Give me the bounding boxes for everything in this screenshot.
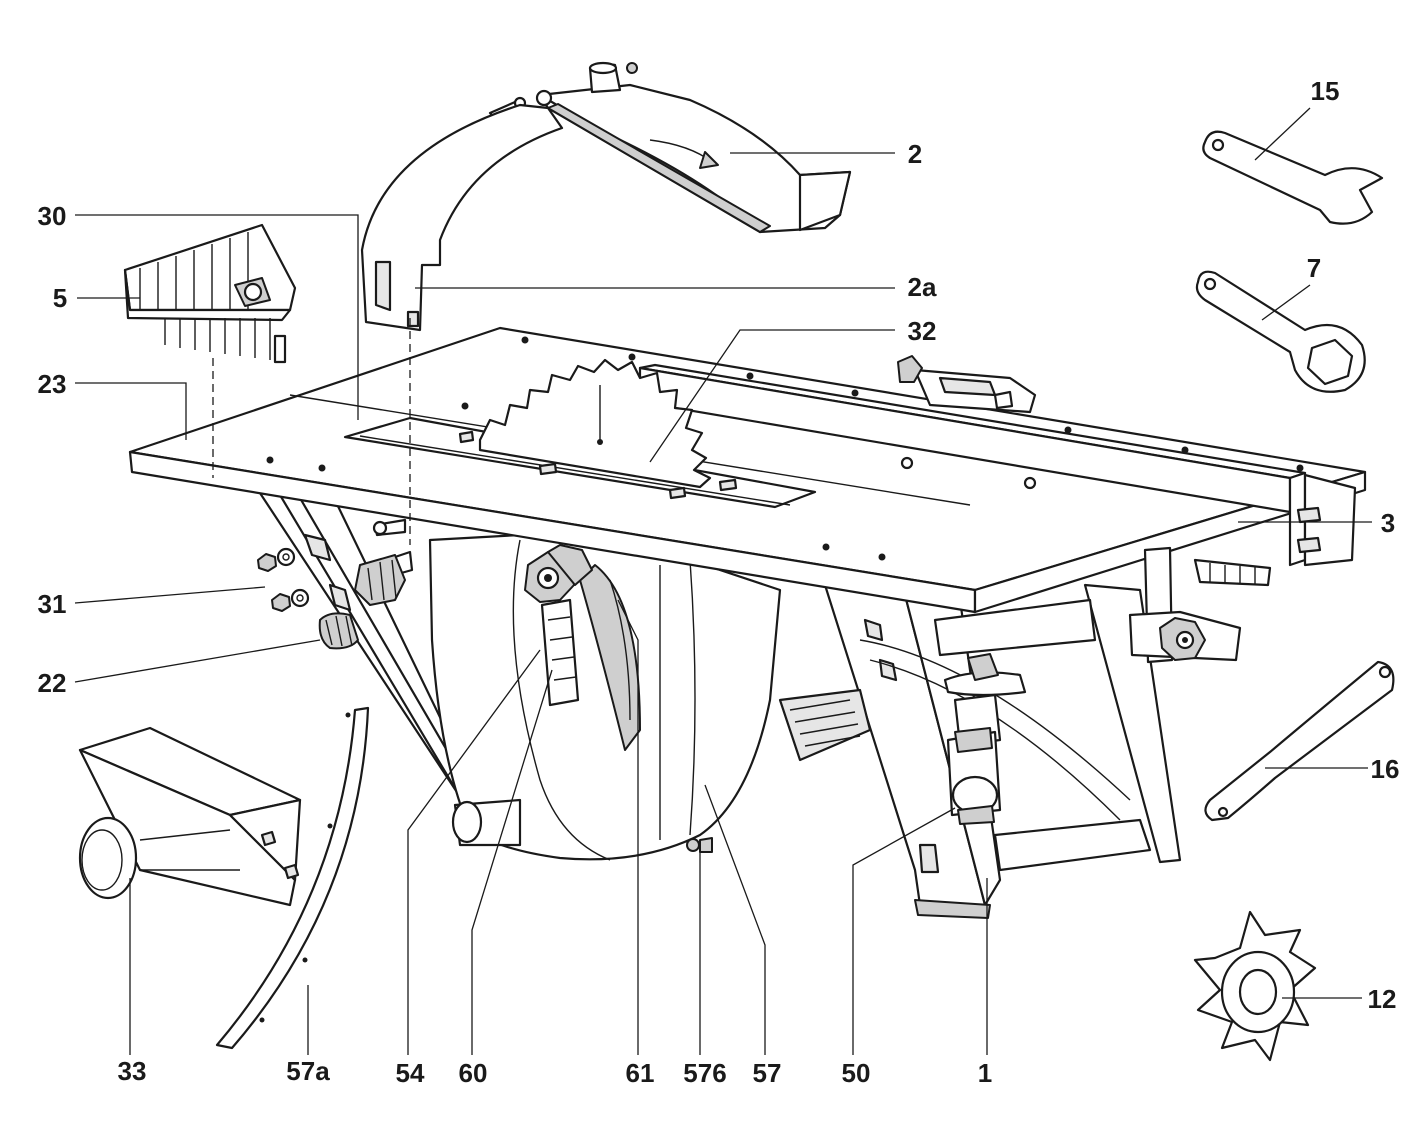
motor-housing — [778, 688, 872, 762]
callout-50: 50 — [842, 1058, 871, 1088]
rip-fence — [638, 355, 1357, 664]
callout-1: 1 — [978, 1058, 992, 1088]
leader-lines — [74, 107, 1372, 1055]
callout-30: 30 — [38, 201, 67, 231]
upper-blade-guard — [488, 61, 852, 234]
callout-60: 60 — [459, 1058, 488, 1088]
saw-blade — [478, 358, 712, 489]
callout-57: 57 — [753, 1058, 782, 1088]
lower-blade-guard — [428, 533, 782, 861]
parallel-guide — [123, 223, 297, 364]
callout-2: 2 — [908, 139, 922, 169]
callout-576: 576 — [683, 1058, 726, 1088]
callout-22: 22 — [38, 668, 67, 698]
callout-15: 15 — [1311, 76, 1340, 106]
spanner-wrench-15 — [1202, 130, 1384, 225]
callout-5: 5 — [53, 283, 67, 313]
callout-23: 23 — [38, 369, 67, 399]
callout-labels: 15 2 30 5 2a 32 7 23 3 31 22 16 12 33 57… — [38, 76, 1400, 1088]
callout-61: 61 — [626, 1058, 655, 1088]
bevel-scale — [540, 598, 580, 707]
callout-3: 3 — [1381, 508, 1395, 538]
curved-cover-strip — [215, 706, 370, 1050]
dust-extraction-hood — [78, 726, 302, 907]
mounting-bolts-nuts — [257, 518, 414, 612]
bevel-locking-knob — [524, 544, 593, 603]
push-stick — [1204, 660, 1395, 822]
riving-knife — [360, 103, 564, 332]
height-adjust-assembly — [943, 653, 1027, 825]
callout-31: 31 — [38, 589, 67, 619]
callout-57a: 57a — [286, 1056, 330, 1086]
callout-32: 32 — [908, 316, 937, 346]
callout-7: 7 — [1307, 253, 1321, 283]
callout-2a: 2a — [908, 272, 937, 302]
callout-33: 33 — [118, 1056, 147, 1086]
callout-54: 54 — [396, 1058, 425, 1088]
callout-16: 16 — [1371, 754, 1400, 784]
callout-12: 12 — [1368, 984, 1397, 1014]
spanner-wrench-7 — [1195, 270, 1366, 393]
locking-knob — [318, 612, 359, 650]
cutter-wheel — [1193, 910, 1317, 1062]
